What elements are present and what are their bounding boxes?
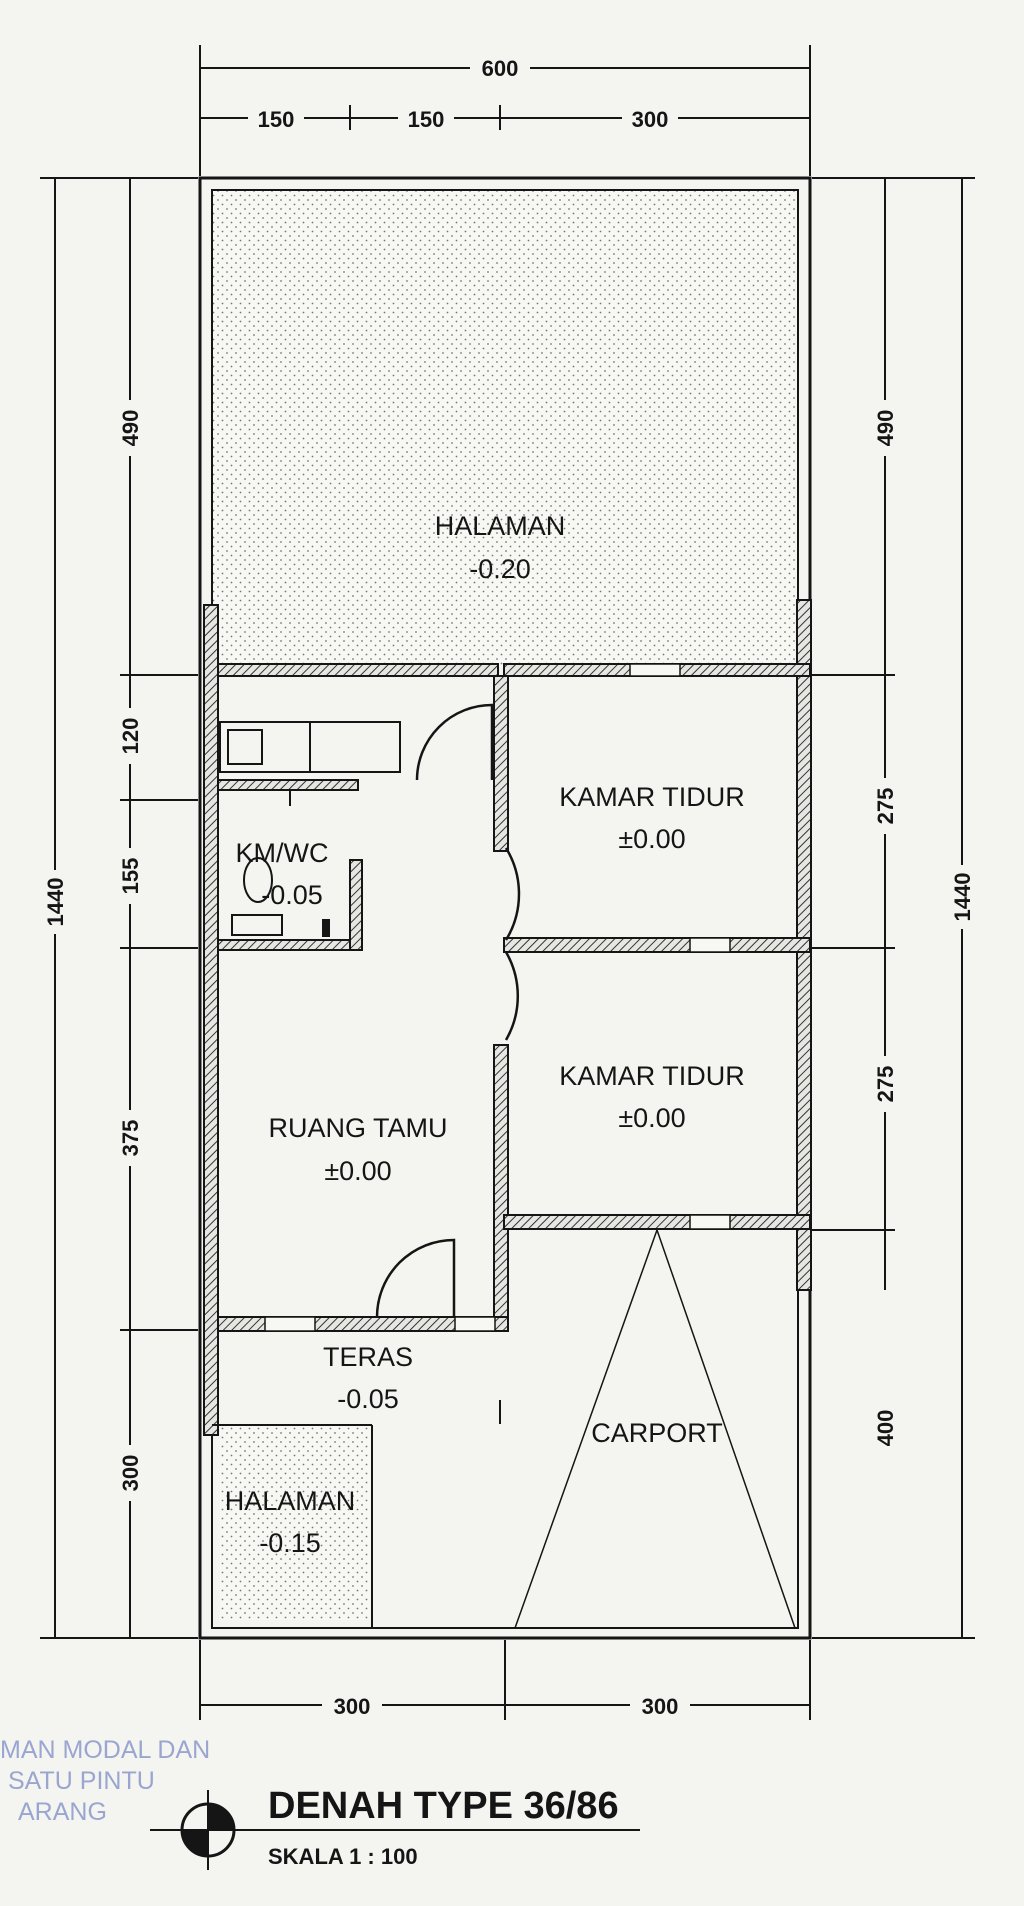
stamp-line-1: MAN MODAL DAN <box>0 1736 211 1764</box>
room-level-kamar-tidur-1: ±0.00 <box>618 824 685 854</box>
dim-left-155: 155 <box>118 858 143 895</box>
dim-right-490: 490 <box>873 410 898 447</box>
room-name-ruang-tamu: RUANG TAMU <box>268 1113 447 1143</box>
halaman-back-hatch <box>213 190 795 668</box>
room-name-halaman-back: HALAMAN <box>435 511 566 541</box>
dim-right-400: 400 <box>873 1410 898 1447</box>
kitchen-counter <box>219 721 401 773</box>
windows <box>264 663 731 1332</box>
drawing-title: DENAH TYPE 36/86 <box>268 1785 619 1827</box>
room-labels: HALAMAN -0.20 KAMAR TIDUR ±0.00 KM/WC -0… <box>225 511 745 1558</box>
room-level-kamar-tidur-2: ±0.00 <box>618 1103 685 1133</box>
carport-lines <box>514 1229 796 1629</box>
dim-top-segment-2: 150 <box>408 107 445 132</box>
room-level-teras: -0.05 <box>337 1384 399 1414</box>
dim-right-275-a: 275 <box>873 788 898 825</box>
halaman-front-hatch <box>220 1425 370 1620</box>
room-level-halaman-back: -0.20 <box>469 554 531 584</box>
front-yard-divider <box>212 1400 501 1628</box>
dim-right-275-b: 275 <box>873 1066 898 1103</box>
dim-top-segment-3: 300 <box>632 107 669 132</box>
walls <box>203 599 812 1436</box>
dim-left-490: 490 <box>118 410 143 447</box>
approval-stamp-text: MAN MODAL DAN SATU PINTU ARANG <box>0 1735 240 1828</box>
dimension-labels: 600 150 150 300 1440 490 120 155 375 300… <box>38 48 979 1724</box>
room-name-halaman-front: HALAMAN <box>225 1486 356 1516</box>
room-name-teras: TERAS <box>323 1342 413 1372</box>
dim-left-120: 120 <box>118 718 143 755</box>
dim-top-total: 600 <box>482 56 519 81</box>
bathroom-fixtures <box>231 790 330 937</box>
room-name-kmwc: KM/WC <box>236 838 329 868</box>
dim-bottom-right: 300 <box>642 1694 679 1719</box>
stamp-line-3: ARANG <box>18 1798 107 1826</box>
room-name-carport: CARPORT <box>591 1418 723 1448</box>
stamp-line-2: SATU PINTU <box>8 1767 155 1795</box>
dim-left-375: 375 <box>118 1120 143 1157</box>
dim-right-total: 1440 <box>950 873 975 922</box>
dim-left-total: 1440 <box>43 878 68 927</box>
drawing-scale: SKALA 1 : 100 <box>268 1844 418 1869</box>
room-level-kmwc: -0.05 <box>261 880 323 910</box>
room-level-halaman-front: -0.15 <box>259 1528 321 1558</box>
dim-left-300: 300 <box>118 1455 143 1492</box>
room-name-kamar-tidur-1: KAMAR TIDUR <box>559 782 745 812</box>
doors <box>375 703 521 1318</box>
dim-bottom-left: 300 <box>334 1694 371 1719</box>
room-name-kamar-tidur-2: KAMAR TIDUR <box>559 1061 745 1091</box>
dim-top-segment-1: 150 <box>258 107 295 132</box>
room-level-ruang-tamu: ±0.00 <box>324 1156 391 1186</box>
